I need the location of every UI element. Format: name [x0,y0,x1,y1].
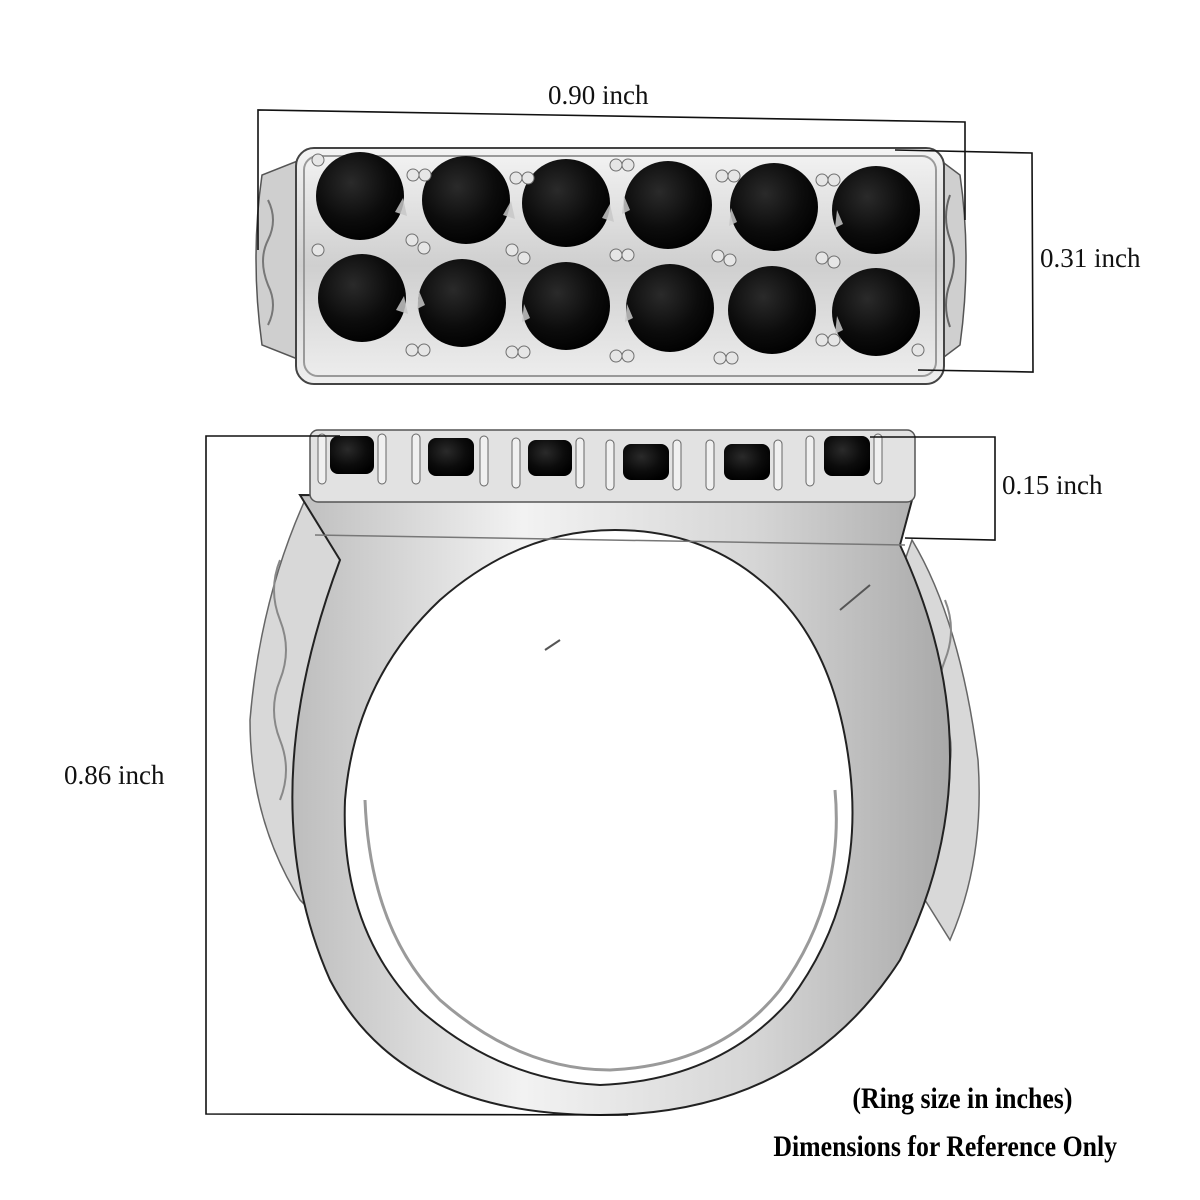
top-height-dimension-label: 0.31 inch [1040,243,1141,273]
footer-note-reference: Dimensions for Reference Only [773,1130,1118,1163]
ring-height-dimension-label: 0.86 inch [64,760,165,790]
side-stones [330,436,870,480]
ring-height-bracket [205,435,629,1116]
setting-height-dimension-label: 0.15 inch [1002,470,1103,500]
footer-note-ring-size: (Ring size in inches) [852,1082,1073,1115]
top-view [255,147,967,385]
setting-height-bracket [870,436,996,541]
side-view [249,429,980,1117]
stone-row-bottom [318,254,920,356]
width-bracket [257,109,966,250]
top-height-bracket [894,149,1034,373]
width-dimension-label: 0.90 inch [548,80,649,110]
dimension-lines [205,109,1034,1116]
stone-row-top [316,152,920,254]
